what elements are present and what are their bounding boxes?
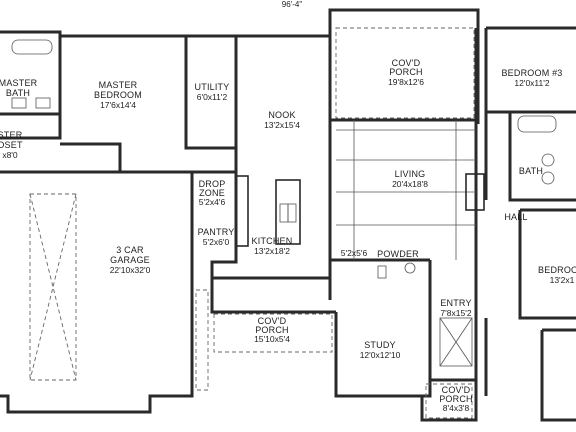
room-study: STUDY 12'0x12'10 xyxy=(360,340,401,360)
room-pantry: PANTRY 5'2x6'0 xyxy=(198,227,235,247)
powder-fixtures xyxy=(377,262,416,279)
side-porch-outline xyxy=(213,313,333,353)
svg-text:15'10x5'4: 15'10x5'4 xyxy=(254,334,290,344)
svg-text:6'0x11'2: 6'0x11'2 xyxy=(197,92,228,102)
svg-text:BATH: BATH xyxy=(519,166,543,176)
svg-text:GARAGE: GARAGE xyxy=(110,255,150,265)
fireplace xyxy=(465,173,485,211)
svg-text:x8'0: x8'0 xyxy=(2,150,18,160)
svg-text:DROP: DROP xyxy=(199,179,226,189)
room-side-porch: COV'D PORCH 15'10x5'4 xyxy=(254,316,290,344)
bath-fixtures xyxy=(517,115,557,185)
room-master-closet: STER OSET x8'0 xyxy=(0,130,23,160)
svg-text:OSET: OSET xyxy=(0,140,23,150)
svg-text:BEDROOM #3: BEDROOM #3 xyxy=(501,68,562,78)
svg-text:12'0x12'10: 12'0x12'10 xyxy=(360,350,401,360)
room-nook: NOOK 13'2x15'4 xyxy=(264,110,300,130)
svg-text:13'2x1: 13'2x1 xyxy=(550,275,575,285)
svg-text:HALL: HALL xyxy=(504,212,527,222)
room-garage: 3 CAR GARAGE 22'10x32'0 xyxy=(110,245,151,275)
front-porch-outline xyxy=(425,383,473,419)
master-bath-fixtures xyxy=(11,39,53,109)
svg-text:MASTER: MASTER xyxy=(0,78,38,88)
svg-text:20'4x18'8: 20'4x18'8 xyxy=(392,179,428,189)
kitchen-counter xyxy=(235,175,249,247)
room-kitchen: KITCHEN 13'2x18'2 xyxy=(252,236,293,256)
svg-text:7'8x15'2: 7'8x15'2 xyxy=(440,308,471,318)
svg-text:PORCH: PORCH xyxy=(255,325,289,335)
top-dimension: 96'-4" xyxy=(282,0,303,9)
room-master-bath: MASTER BATH xyxy=(0,78,38,98)
svg-text:PANTRY: PANTRY xyxy=(198,227,235,237)
svg-text:3 CAR: 3 CAR xyxy=(116,245,144,255)
svg-text:13'2x15'4: 13'2x15'4 xyxy=(264,120,300,130)
svg-text:MASTER: MASTER xyxy=(99,80,138,90)
svg-text:COV'D: COV'D xyxy=(442,385,471,395)
entry-floor-pattern xyxy=(439,317,473,367)
room-utility: UTILITY 6'0x11'2 xyxy=(195,82,230,102)
svg-text:LIVING: LIVING xyxy=(395,169,426,179)
svg-text:UTILITY: UTILITY xyxy=(195,82,230,92)
svg-text:19'8x12'6: 19'8x12'6 xyxy=(388,77,424,87)
room-powder: POWDER xyxy=(377,249,419,259)
room-rear-porch: COV'D PORCH 19'8x12'6 xyxy=(388,58,424,87)
svg-text:STER: STER xyxy=(0,130,23,140)
kitchen-island xyxy=(275,179,301,245)
svg-text:COV'D: COV'D xyxy=(392,58,421,68)
svg-text:5'2x5'6: 5'2x5'6 xyxy=(341,248,368,258)
svg-text:PORCH: PORCH xyxy=(389,67,423,77)
svg-text:PORCH: PORCH xyxy=(439,394,473,404)
svg-text:BATH: BATH xyxy=(6,88,30,98)
svg-text:ENTRY: ENTRY xyxy=(440,298,471,308)
svg-text:13'2x18'2: 13'2x18'2 xyxy=(254,246,290,256)
svg-text:8'4x3'8: 8'4x3'8 xyxy=(443,403,470,413)
svg-text:5'2x6'0: 5'2x6'0 xyxy=(203,237,230,247)
svg-text:5'2x4'6: 5'2x4'6 xyxy=(199,197,226,207)
room-bedroom-3: BEDROOM #3 12'0x11'2 xyxy=(501,68,562,88)
room-bath: BATH xyxy=(519,166,543,176)
svg-text:BEDROOM: BEDROOM xyxy=(538,265,576,275)
garage-parking-outline xyxy=(29,193,209,391)
room-front-porch: COV'D PORCH 8'4x3'8 xyxy=(439,385,473,413)
svg-text:POWDER: POWDER xyxy=(377,249,419,259)
room-living: LIVING 20'4x18'8 xyxy=(392,169,428,189)
room-drop-zone: DROP ZONE 5'2x4'6 xyxy=(199,179,226,207)
room-hall: HALL xyxy=(504,212,527,222)
svg-text:ZONE: ZONE xyxy=(199,188,225,198)
svg-text:NOOK: NOOK xyxy=(268,110,295,120)
room-small-closet: 5'2x5'6 xyxy=(341,248,368,258)
svg-text:17'6x14'4: 17'6x14'4 xyxy=(100,100,136,110)
room-entry: ENTRY 7'8x15'2 xyxy=(440,298,472,318)
svg-text:KITCHEN: KITCHEN xyxy=(252,236,293,246)
room-master-bedroom: MASTER BEDROOM 17'6x14'4 xyxy=(94,80,142,110)
room-bedroom-2: BEDROOM 13'2x1 xyxy=(538,265,576,285)
exterior-walls xyxy=(0,8,576,422)
svg-text:COV'D: COV'D xyxy=(258,316,287,326)
svg-text:22'10x32'0: 22'10x32'0 xyxy=(110,265,151,275)
svg-text:BEDROOM: BEDROOM xyxy=(94,90,142,100)
svg-text:STUDY: STUDY xyxy=(364,340,396,350)
svg-text:12'0x11'2: 12'0x11'2 xyxy=(514,78,550,88)
rear-porch-beams xyxy=(335,27,476,260)
